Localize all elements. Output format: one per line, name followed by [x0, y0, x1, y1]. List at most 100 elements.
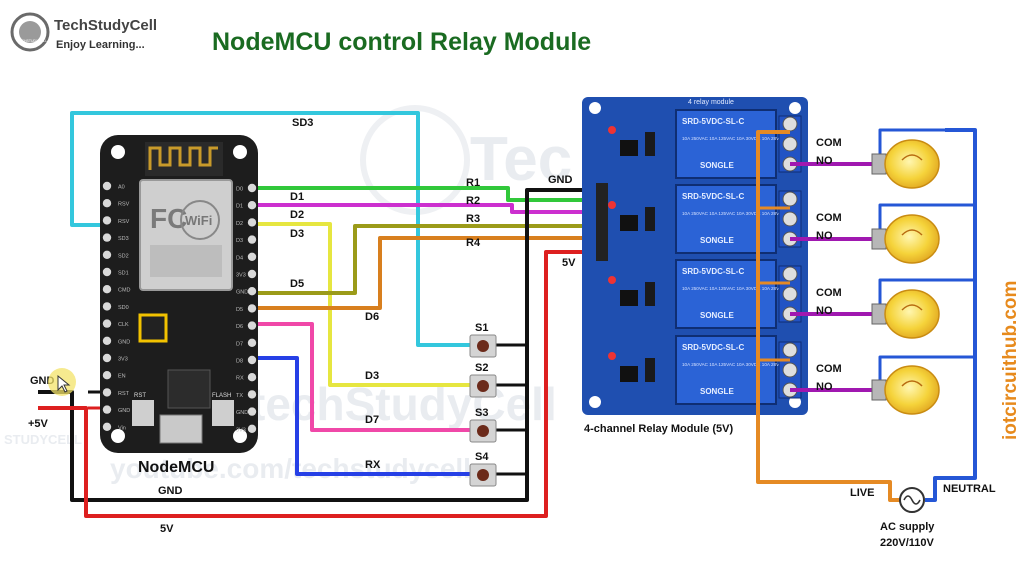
left-pin: [102, 336, 112, 345]
label-r2: R2: [466, 195, 480, 207]
label-sd3: SD3: [292, 117, 313, 129]
right-pin-label: RX: [236, 376, 244, 382]
pushbutton-cap: [477, 425, 489, 437]
bulb-3: [871, 289, 940, 339]
pushbutton-cap: [477, 380, 489, 392]
left-pin-label: RSV: [118, 219, 130, 225]
no-label: NO: [816, 305, 833, 317]
relay-model: SRD-5VDC-SL-C: [682, 117, 744, 126]
relay-model: SRD-5VDC-SL-C: [682, 343, 744, 352]
side-url: iotcircuithub.com: [1000, 281, 1021, 440]
wifi-logo-text: WiFi: [185, 213, 212, 228]
relay-rating: 10A 250VAC 10A 125VAC 10A 30VDC 10A 28VD…: [682, 286, 786, 291]
bulb-icon: [884, 139, 940, 189]
flash-label: FLASH: [212, 393, 231, 399]
left-pin-label: Vin: [118, 425, 126, 431]
screw-icon: [782, 116, 798, 132]
left-pin: [102, 181, 112, 191]
left-pin-header: A0RSVRSVSD3SD2SD1CMDSD0CLKGND3V3ENRSTGND…: [102, 181, 131, 431]
left-pin: [102, 199, 112, 208]
right-pin: [247, 321, 257, 330]
left-pin-label: SD1: [118, 271, 129, 277]
wire-d6: [258, 236, 600, 310]
relay-caption: 4-channel Relay Module (5V): [584, 423, 733, 435]
screw-icon: [782, 286, 798, 302]
right-pin: [247, 235, 257, 244]
left-pin-label: SD2: [118, 253, 129, 259]
watermark-youtube: youtube.com/techstudycell: [110, 453, 471, 484]
com-label: COM: [816, 287, 842, 299]
label-r4: R4: [466, 237, 481, 249]
wire-rx: [258, 356, 478, 476]
left-pin-label: SD0: [118, 305, 129, 311]
left-pin: [102, 285, 112, 294]
switch-label: S1: [475, 322, 488, 334]
pushbutton-4: S4: [469, 451, 497, 487]
relay-brand: SONGLE: [700, 387, 734, 396]
bulb-filament: [901, 154, 923, 161]
pushbutton-3: S3: [469, 407, 497, 443]
left-pin-label: RSV: [118, 202, 130, 208]
bulb-icon: [884, 289, 940, 339]
relay-rating: 10A 250VAC 10A 125VAC 10A 30VDC 10A 28VD…: [682, 362, 786, 367]
watermark-studycell: STUDYCELL: [4, 432, 82, 447]
ac-source: LIVE NEUTRAL AC supply 220V/110V: [850, 483, 996, 549]
right-pin-label: D5: [236, 307, 243, 313]
nodemcu-label: NodeMCU: [138, 459, 214, 476]
watermark-logo-icon: [360, 105, 470, 215]
pushbutton-cap: [477, 469, 489, 481]
usb-uart-chip: [167, 369, 211, 409]
transistor: [645, 358, 655, 382]
bulb-filament: [901, 304, 923, 311]
bulb-base: [871, 228, 887, 250]
bulb-2: [871, 214, 940, 264]
right-pin: [247, 424, 257, 433]
no-label: NO: [816, 230, 833, 242]
usb-port: [159, 414, 203, 444]
right-pin: [247, 304, 257, 313]
label-r3: R3: [466, 213, 480, 225]
label-d3: D3: [290, 228, 304, 240]
status-led: [608, 201, 616, 209]
screw-icon: [782, 362, 798, 378]
right-pin-label: D8: [236, 359, 243, 365]
left-pin: [102, 267, 112, 277]
left-pin: [102, 250, 112, 259]
no-label: NO: [816, 155, 833, 167]
screw-icon: [782, 191, 798, 207]
right-pin: [247, 201, 257, 210]
left-pin-label: SD3: [118, 236, 129, 242]
ac-wiring: [756, 128, 977, 502]
status-led: [608, 352, 616, 360]
left-pin-label: CMD: [118, 288, 131, 294]
right-pin: [247, 218, 257, 227]
flash-button: [212, 400, 234, 426]
nodemcu-board: FC WiFi FLASH RST A0RSVRSVSD3SD2SD1CMDSD…: [100, 135, 258, 476]
right-pin: [247, 407, 257, 416]
bulb-icon: [884, 365, 940, 415]
antenna-trace: [148, 146, 218, 170]
wire-neutral: [925, 128, 977, 502]
right-pin: [247, 355, 257, 365]
wire-labels: SD3 D1 D2 D3 D5 D6 D3 D7 RX R1 R2 R3 R4 …: [28, 117, 576, 535]
transistor: [645, 132, 655, 156]
bulb-filament: [901, 380, 923, 387]
relay-brand: SONGLE: [700, 311, 734, 320]
label-gnd-bottom: GND: [158, 485, 183, 497]
rst-label: RST: [134, 393, 146, 399]
wire-5v: [38, 250, 600, 518]
right-pin-label: D2: [236, 221, 243, 227]
left-pin-label: RST: [118, 391, 130, 397]
wire-d1: [258, 186, 600, 202]
pushbutton-1: S1: [469, 322, 497, 358]
label-r1: R1: [466, 177, 480, 189]
right-pin-label: D1: [236, 204, 243, 210]
bulb-4: [871, 365, 940, 415]
wire-d7: [258, 322, 478, 432]
right-pin-label: 3V3: [236, 273, 246, 279]
logo-tagline-text: Enjoy Learning...: [56, 39, 145, 51]
left-pin-label: 3V3: [118, 357, 128, 363]
label-d7: D7: [365, 414, 379, 426]
right-pin: [247, 183, 257, 193]
